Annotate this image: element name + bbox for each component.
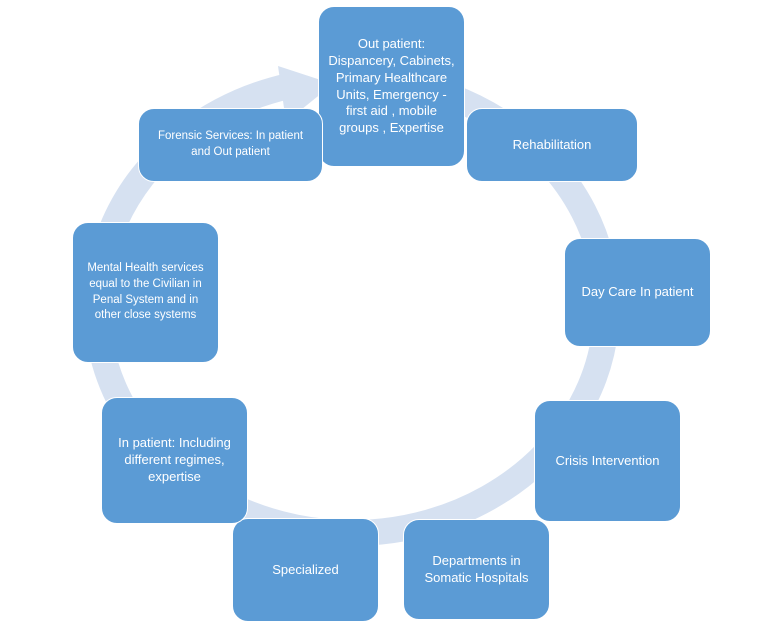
node-mental-health: Mental Health services equal to the Civi… [72,222,219,363]
node-day-care-label: Day Care In patient [581,284,694,300]
node-day-care: Day Care In patient [564,238,711,347]
node-somatic-hospitals: Departments in Somatic Hospitals [403,519,550,620]
node-mental-health-label: Mental Health services equal to the Civi… [87,262,204,322]
node-inpatient-label: In patient: Including different regimes,… [118,435,231,484]
node-outpatient-label: Out patient: Dispancery, Cabinets, Prima… [328,35,455,136]
node-specialized: Specialized [232,518,379,622]
node-forensic: Forensic Services: In patient and Out pa… [138,108,323,182]
node-rehabilitation: Rehabilitation [466,108,638,182]
node-crisis-intervention-label: Crisis Intervention [555,452,660,468]
node-somatic-hospitals-label: Departments in Somatic Hospitals [424,552,529,585]
node-rehabilitation-label: Rehabilitation [512,136,592,152]
node-specialized-label: Specialized [272,561,339,577]
node-crisis-intervention: Crisis Intervention [534,400,681,522]
node-forensic-label: Forensic Services: In patient and Out pa… [157,130,304,158]
node-inpatient: In patient: Including different regimes,… [101,397,248,524]
node-outpatient: Out patient: Dispancery, Cabinets, Prima… [318,6,465,167]
